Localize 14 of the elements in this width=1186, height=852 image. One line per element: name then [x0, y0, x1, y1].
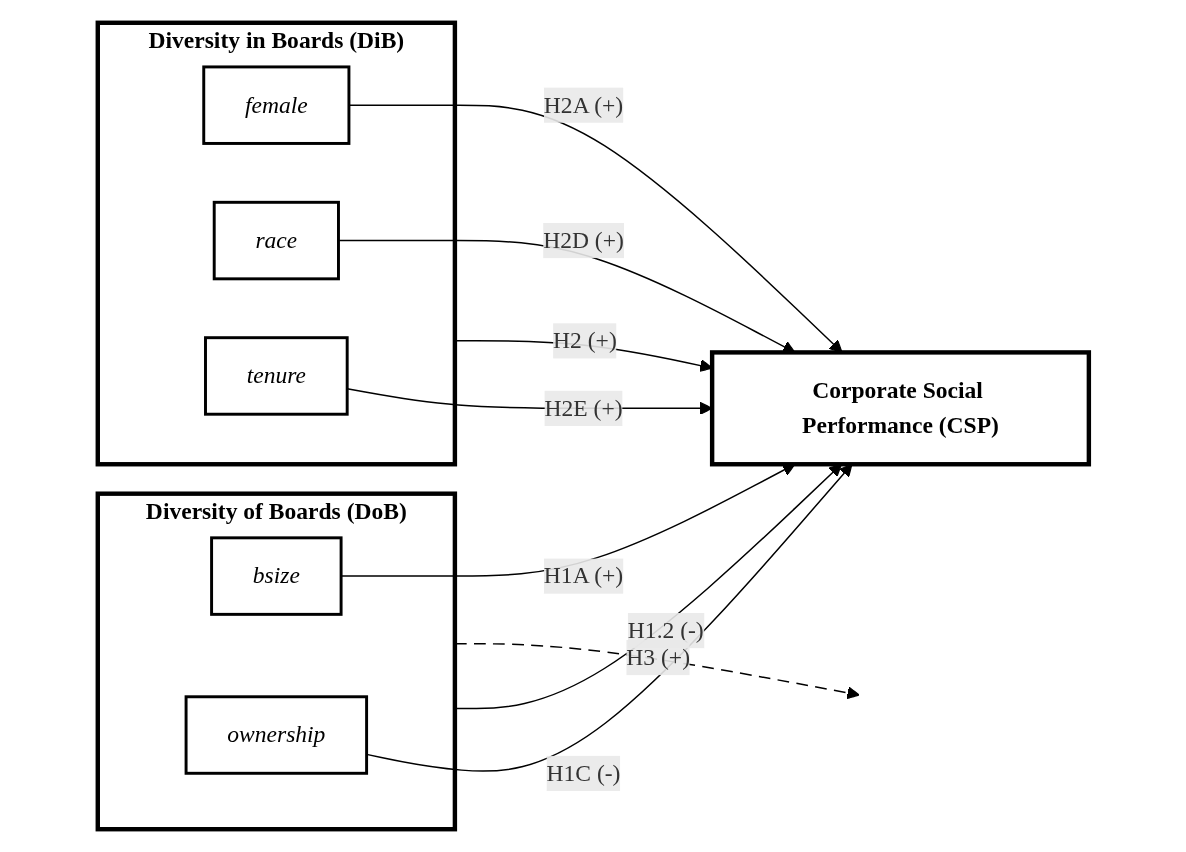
- node-box: female: [201, 65, 351, 145]
- edge-label: H2A (+): [543, 91, 623, 117]
- edge-label: H3 (+): [626, 644, 690, 670]
- edge-label: H2D (+): [542, 227, 624, 253]
- node-box: ownership: [184, 695, 368, 775]
- edge-label: H2 (+): [552, 327, 617, 353]
- node-box: bsize: [209, 536, 343, 616]
- edge-label: H1A (+): [543, 562, 623, 588]
- node-box: Corporate Social Performance (CSP): [709, 350, 1091, 467]
- edge-label: H1C (-): [546, 760, 621, 786]
- edge-label: H1.2 (-): [627, 617, 704, 643]
- node-box: tenure: [203, 336, 349, 416]
- edge-label: H2E (+): [544, 395, 623, 421]
- node-box: race: [212, 200, 340, 281]
